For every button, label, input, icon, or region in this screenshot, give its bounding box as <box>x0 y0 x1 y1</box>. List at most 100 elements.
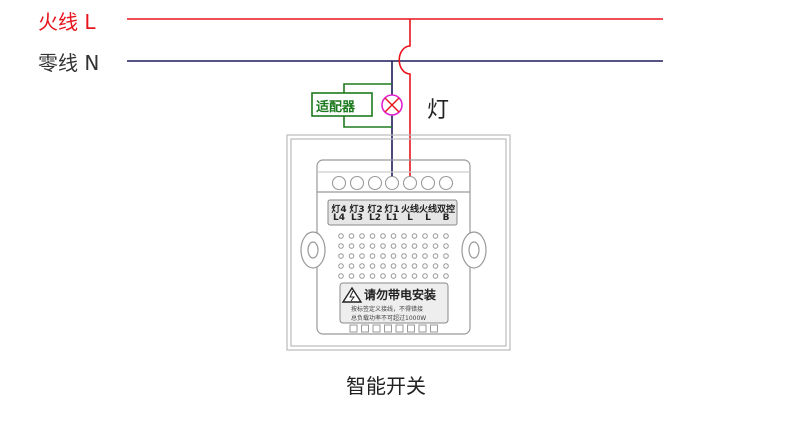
terminal-label-top: 火线 <box>400 205 419 215</box>
terminal-label-bottom: L1 <box>386 213 398 223</box>
vent-dot <box>411 243 418 249</box>
terminal-label-top: 灯2 <box>367 205 383 215</box>
terminal-label-top: 灯3 <box>349 205 365 215</box>
vent-dot <box>422 233 428 239</box>
terminal-label-bottom: L <box>407 213 413 223</box>
vent-dot <box>390 243 397 249</box>
vent-dot <box>401 233 407 239</box>
terminal-label-bottom: L4 <box>333 213 345 223</box>
bottom-tab <box>349 324 358 333</box>
vent-dot <box>380 273 386 279</box>
vent-dot <box>432 273 439 279</box>
vent-dot <box>422 273 428 279</box>
vent-dot <box>359 273 365 279</box>
vent-dot <box>390 233 397 239</box>
vent-dot <box>422 263 428 269</box>
bottom-tab <box>418 324 427 333</box>
terminal-label-bottom: L3 <box>351 213 363 223</box>
vent-dot <box>338 253 344 259</box>
terminal-hole <box>402 175 418 191</box>
vent-dot <box>390 253 397 259</box>
vent-dot <box>401 243 407 249</box>
vent-dot <box>443 273 449 279</box>
terminal-hole <box>349 175 365 191</box>
vent-dot <box>401 253 407 259</box>
vent-dot <box>432 233 439 239</box>
terminal-label-top: 灯1 <box>384 205 400 215</box>
vent-dot <box>411 253 418 259</box>
bottom-tab <box>430 324 438 333</box>
vent-dot <box>369 233 376 239</box>
vent-dot <box>380 263 386 269</box>
mount-holes <box>300 231 487 269</box>
adapter-label: 适配器 <box>316 100 356 115</box>
vent-dot <box>432 243 439 249</box>
vent-dot <box>348 243 355 249</box>
vent-dot <box>390 263 397 269</box>
switch-title: 智能开关 <box>346 374 426 398</box>
bottom-tab <box>395 324 404 333</box>
vent-dot <box>422 243 428 249</box>
vent-dot <box>359 233 365 239</box>
terminal-holes <box>331 175 454 191</box>
vent-dot <box>443 263 449 269</box>
live-label: 火线 L <box>38 10 96 34</box>
terminal-label-top: 灯4 <box>331 205 347 215</box>
bottom-tab <box>361 324 369 333</box>
bottom-tab <box>407 324 415 333</box>
vent-dot <box>443 243 449 249</box>
bottom-tabs <box>349 324 438 333</box>
vent-dot <box>348 253 355 259</box>
vent-dot <box>380 253 386 259</box>
vent-dot <box>338 263 344 269</box>
terminal-label-bottom: L2 <box>369 213 381 223</box>
vent-dot <box>359 243 365 249</box>
vent-dot <box>369 243 376 249</box>
terminal-label-top: 双控 <box>436 205 455 215</box>
vent-dot <box>359 253 365 259</box>
warning-note-2: 总负载功率不可超过1000W <box>351 315 427 322</box>
vent-dot <box>348 273 355 279</box>
terminal-hole <box>438 175 454 191</box>
bottom-tab <box>384 324 392 333</box>
vent-dot <box>443 253 449 259</box>
vent-dot <box>401 263 407 269</box>
live-drop-wire <box>398 19 411 183</box>
neutral-label: 零线 N <box>38 51 100 75</box>
vent-dot <box>432 263 439 269</box>
vent-dot <box>443 233 449 239</box>
adapter-box <box>311 92 373 117</box>
vent-dot <box>338 273 344 279</box>
terminal-label-top: 火线 <box>418 205 437 215</box>
vent-dot <box>338 233 344 239</box>
vent-dot <box>348 263 355 269</box>
vent-dot <box>369 253 376 259</box>
terminal-hole <box>367 175 383 191</box>
vent-dot <box>411 273 418 279</box>
vent-dots <box>338 233 449 279</box>
warning-icon <box>341 286 363 303</box>
warning-note-1: 按标签定义接线，不得错接 <box>351 306 424 313</box>
terminal-hole <box>384 175 400 191</box>
terminal-label-panel <box>327 199 458 226</box>
vent-dot <box>359 263 365 269</box>
vent-dot <box>369 263 376 269</box>
terminal-hole <box>331 175 347 191</box>
bottom-tab <box>372 324 381 333</box>
vent-dot <box>380 243 386 249</box>
vent-dot <box>401 273 407 279</box>
vent-dot <box>369 273 376 279</box>
lamp-label: 灯 <box>427 98 450 123</box>
terminal-hole <box>420 175 436 191</box>
vent-dot <box>422 253 428 259</box>
vent-dot <box>411 263 418 269</box>
warning-title: 请勿带电安装 <box>364 288 437 302</box>
vent-dot <box>380 233 386 239</box>
lamp-icon <box>381 94 403 116</box>
terminal-label-bottom: L <box>425 213 431 223</box>
vent-dot <box>348 233 355 239</box>
vent-dot <box>432 253 439 259</box>
vent-dot <box>338 243 344 249</box>
